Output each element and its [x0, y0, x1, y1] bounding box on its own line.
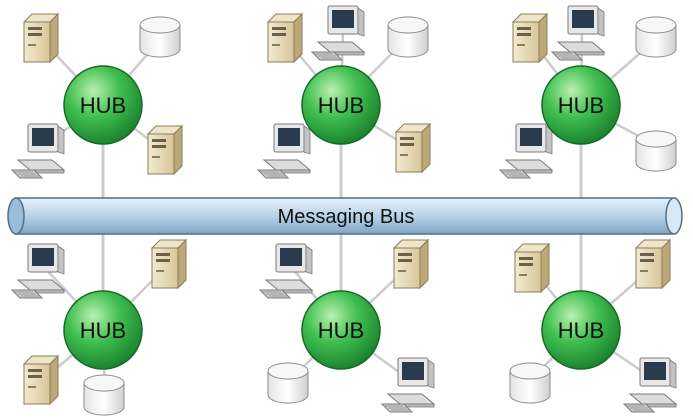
- server-tower-icon: [151, 239, 187, 289]
- hub-label: HUB: [558, 318, 604, 343]
- workstation-computer-icon: [257, 123, 311, 179]
- hub-label: HUB: [80, 318, 126, 343]
- hub-sphere: [301, 290, 381, 370]
- hub-label: HUB: [318, 318, 364, 343]
- database-cylinder-icon: [635, 130, 677, 172]
- server-tower-icon: [23, 355, 59, 405]
- hub-label: HUB: [80, 93, 126, 118]
- database-cylinder-icon: [267, 362, 309, 404]
- workstation-computer-icon: [11, 123, 65, 179]
- hub-node: HUB: [301, 290, 381, 370]
- messaging-bus-label: Messaging Bus: [278, 206, 415, 228]
- hub-sphere: [63, 290, 143, 370]
- hub-sphere: [301, 65, 381, 145]
- messaging-bus: Messaging Bus: [7, 197, 683, 235]
- database-cylinder-icon: [509, 362, 551, 404]
- server-tower-icon: [23, 13, 59, 63]
- hub-node: HUB: [541, 290, 621, 370]
- hub-node: HUB: [301, 65, 381, 145]
- server-tower-icon: [512, 13, 548, 63]
- hub-label: HUB: [558, 93, 604, 118]
- workstation-computer-icon: [311, 5, 365, 61]
- hub-node: HUB: [63, 290, 143, 370]
- messaging-bus-left-end: [7, 197, 25, 235]
- hub-node: HUB: [541, 65, 621, 145]
- server-tower-icon: [147, 125, 183, 175]
- server-tower-icon: [635, 239, 671, 289]
- server-tower-icon: [395, 123, 431, 173]
- hub-sphere: [63, 65, 143, 145]
- hub-node: HUB: [63, 65, 143, 145]
- database-cylinder-icon: [635, 16, 677, 58]
- workstation-computer-icon: [623, 357, 677, 413]
- database-cylinder-icon: [139, 16, 181, 58]
- database-cylinder-icon: [387, 16, 429, 58]
- server-tower-icon: [514, 243, 550, 293]
- hub-sphere: [541, 65, 621, 145]
- workstation-computer-icon: [11, 243, 65, 299]
- messaging-bus-right-end: [665, 197, 683, 235]
- hub-label: HUB: [318, 93, 364, 118]
- server-tower-icon: [267, 13, 303, 63]
- hubs: HUB HUB HUB HUB HUB HUB: [63, 65, 621, 370]
- hub-sphere: [541, 290, 621, 370]
- workstation-computer-icon: [259, 243, 313, 299]
- database-cylinder-icon: [83, 374, 125, 416]
- workstation-computer-icon: [551, 5, 605, 61]
- workstation-computer-icon: [499, 123, 553, 179]
- server-tower-icon: [393, 239, 429, 289]
